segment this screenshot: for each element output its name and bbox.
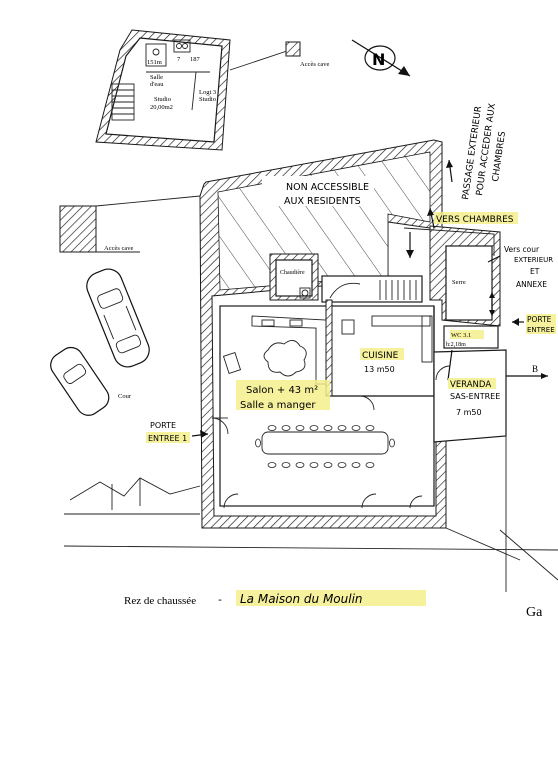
kitchen-block [173,39,191,53]
upper-studio-label: Studio [154,96,171,103]
sas-label: SAS-ENTREE [450,392,500,401]
veranda-highlight [448,378,496,389]
upper-room-number-2: 7 [177,56,181,63]
door-arc-bottom-right [361,493,377,509]
vers-cour-line-2: EXTERIEUR [514,256,553,264]
porte-entree1-line-1: PORTE [150,421,176,430]
ground-floor-plan: NON ACCESSIBLE AUX RESIDENTS Chaudière [146,139,556,529]
porte-entree-right-2: ENTREE [527,326,555,334]
road-lines [63,436,558,592]
north-arrow-icon: N [351,39,411,77]
caption: Rez de chaussée - La Maison du Moulin Ga [124,590,543,620]
upper-stairs [111,83,135,121]
cuisine-highlight [360,348,404,360]
house-name: La Maison du Moulin [240,592,363,606]
kitchen-side-counter [421,315,433,363]
serre-room [445,245,493,321]
vers-cour-line-4: ANNEXE [516,280,547,289]
house-name-highlight [236,590,426,606]
porte-entree1-line-2: ENTREE 1 [148,434,187,443]
non-accessible-line-1: NON ACCESSIBLE [286,182,369,193]
armchair-shape [222,352,242,374]
vers-cour-line-3: ET [530,267,540,276]
caption-dash: - [218,593,222,606]
cuisine-label: CUISINE [362,351,399,361]
kitchen-counter [371,315,431,327]
upper-eau-label: d'eau [150,81,164,88]
upper-studio-area: 20,00m2 [150,104,173,111]
sink-icon [152,48,160,56]
veranda-area: 7 m50 [456,408,482,417]
salon-highlight [236,380,330,410]
door-arc-kitchen [359,395,375,411]
car-icon [86,268,150,368]
acces-cave-left: Accès cave [104,245,134,252]
acces-cave-top: Accès cave [300,61,330,68]
courtyard: Accès cave Cour [50,195,201,515]
wc-area: h:2,18m [446,342,466,348]
door-arc-veranda [409,495,423,509]
main-stairs [329,280,417,300]
upper-salle-label: Salle [150,74,163,81]
dining-table [255,425,395,468]
compass-letter: N [372,50,385,69]
wc-label: WC 3.1 [451,332,471,339]
upper-room-number-1: 151m [147,59,162,66]
door-arc-bottom-left [223,493,239,509]
marker-b: B [532,364,538,374]
veranda-label: VERANDA [450,380,491,390]
serre-label: Serre [452,279,466,286]
upper-logt-label: Logt 3 [199,89,216,96]
porte-entree-right-highlight [526,314,556,334]
cour-label: Cour [118,393,132,400]
vers-chambres-label: VERS CHAMBRES [436,215,514,225]
left-wall-block [59,205,97,253]
cuisine-area: 13 m50 [364,365,395,374]
vers-chambres-highlight [434,212,518,224]
porte-entree-right-1: PORTE [527,315,552,324]
wc-highlight [450,330,484,339]
salon-line-2: Salle a manger [240,400,316,411]
rez-label: Rez de chaussée [124,595,196,607]
porte-entree1-highlight [146,432,190,443]
non-accessible-line-2: AUX RESIDENTS [284,196,361,207]
upper-logt-studio: Studio [199,96,216,103]
cave-hatch-top [285,41,301,57]
vers-cour-line-1: Vers cour [504,245,540,254]
salon-line-1: Salon + 43 m² [246,385,318,396]
stair-hall [321,275,423,303]
bathroom-block [145,43,167,67]
vers-chambres-path [403,227,495,256]
upper-floor-plan: 151m 7 187 Salle d'eau Studio 20,00m2 Lo… [95,29,330,151]
chaudiere-label: Chaudière [280,270,305,276]
ground-contour [69,477,201,501]
rug-shape [263,340,307,377]
upper-room-number-3: 187 [190,56,201,63]
corner-text: Ga [526,605,543,620]
car-icon-partial [50,346,110,416]
